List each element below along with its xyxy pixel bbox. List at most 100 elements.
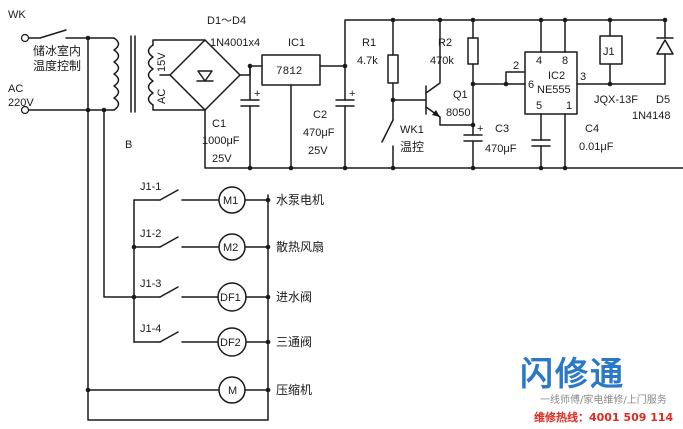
- relay-j1: J1 JQX-13F D5 1N4148: [594, 17, 674, 122]
- label-r2-value: 470k: [430, 55, 454, 67]
- label-d5: D5: [656, 94, 670, 106]
- wire-pin2: [472, 71, 526, 85]
- ic1-regulator: IC1 7812: [261, 37, 348, 171]
- plus-sign: +: [349, 88, 355, 100]
- label-r1: R1: [362, 37, 376, 49]
- label-pin4: 4: [536, 55, 542, 67]
- contact-j1-2: [159, 236, 179, 248]
- label-pin8: 8: [562, 55, 568, 67]
- watermark-slogan: 一线师傅/家电维修/上门服务: [540, 393, 667, 406]
- ground-rail: [204, 109, 683, 169]
- wk1-switch: WK1 温控: [381, 99, 424, 171]
- label-three-way-valve: 三通阀: [276, 335, 312, 349]
- label-c1: C1: [212, 118, 226, 130]
- label-ic1: IC1: [288, 37, 305, 49]
- ic2-ne555: 2 4 8 6 IC2 NE555 3 5 1 C4 0.01μF: [472, 17, 614, 171]
- label-1n4001: 1N4001x4: [210, 37, 260, 49]
- transformer: B 15V AC: [87, 35, 206, 151]
- vcc-rail: [344, 19, 666, 67]
- label-ic2: IC2: [548, 70, 565, 82]
- contact-j1-3: [159, 286, 179, 298]
- label-inlet-valve: 进水阀: [276, 290, 312, 304]
- label-r2: R2: [438, 37, 452, 49]
- q1-transistor: Q1 8050: [392, 17, 474, 126]
- ac-input: WK AC 220V 储冰室内 温度控制: [8, 9, 91, 115]
- q1-emitter: [425, 106, 474, 126]
- wire: [152, 104, 206, 111]
- j1-3-feed: [103, 109, 135, 298]
- label-c2-value: 470μF: [303, 127, 335, 139]
- label-j1-4: J1-4: [140, 323, 161, 335]
- c2: + C2 470μF 25V: [303, 65, 355, 171]
- label-compressor: 压缩机: [276, 382, 312, 397]
- label-ne555: NE555: [537, 84, 571, 96]
- label-pin5: 5: [536, 100, 542, 112]
- label-cooling-fan: 散热风扇: [276, 239, 324, 254]
- wk-switch: [28, 29, 67, 39]
- load-rail: [87, 37, 269, 421]
- load-section: J1-1 M1 水泵电机 J1-2 M2 散热风扇 J1-3 DF1 进水阀 J…: [85, 37, 324, 421]
- q1-collector: [425, 19, 441, 94]
- primary-coil: [113, 37, 120, 111]
- watermark-brand: 闪修通: [520, 354, 625, 393]
- label-c4-value: 0.01μF: [579, 141, 614, 153]
- bridge-diamond: [169, 39, 241, 111]
- label-q1: Q1: [453, 89, 468, 101]
- diode-symbol: [197, 70, 213, 82]
- label-220v: 220V: [8, 97, 34, 109]
- label-r1-value: 4.7k: [357, 55, 378, 67]
- label-j1-1: J1-1: [140, 181, 161, 193]
- c3: + C3 470μF: [463, 83, 517, 171]
- contact-j1-4: [159, 331, 179, 343]
- r1-body: [387, 54, 399, 84]
- watermark-hotline: 维修热线：4001 509 114: [534, 410, 674, 424]
- relay-coil: [599, 35, 623, 65]
- ic2-body: [524, 51, 578, 115]
- label-jqx-13f: JQX-13F: [594, 94, 638, 106]
- c1: + C1 1000μF 25V: [202, 63, 260, 171]
- r2-body: [467, 37, 479, 65]
- r1: R1 4.7k: [357, 17, 399, 103]
- label-ac: AC: [8, 83, 23, 95]
- label-b: B: [125, 139, 132, 151]
- label-pin6: 6: [528, 79, 534, 91]
- watermark: 闪修通 一线师傅/家电维修/上门服务 维修热线：4001 509 114: [520, 354, 674, 424]
- label-m: M: [228, 385, 237, 397]
- label-c1-voltage: 25V: [212, 153, 232, 165]
- label-water-pump: 水泵电机: [276, 193, 324, 207]
- label-df2: DF2: [220, 337, 241, 349]
- label-pin3: 3: [580, 71, 586, 83]
- label-m2: M2: [223, 242, 238, 254]
- label-d1-d4: D1～D4: [207, 15, 246, 27]
- label-pin2: 2: [513, 60, 519, 72]
- plus-sign: +: [477, 123, 483, 135]
- label-c2: C2: [313, 109, 327, 121]
- label-wk1-desc: 温控: [400, 140, 424, 154]
- label-j1-3: J1-3: [140, 278, 161, 290]
- label-wk1: WK1: [400, 124, 424, 136]
- label-pin1: 1: [566, 100, 572, 112]
- label-c3: C3: [495, 123, 509, 135]
- label-temp-control-2: 温度控制: [33, 58, 81, 73]
- label-1n4148: 1N4148: [632, 110, 671, 122]
- label-sec-ac: AC: [156, 89, 168, 104]
- d5-symbol: [656, 39, 674, 55]
- label-c3-value: 470μF: [485, 143, 517, 155]
- label-df1: DF1: [220, 292, 241, 304]
- wire: [152, 39, 206, 46]
- r2: R2 470k: [430, 17, 479, 87]
- input-terminal-top: [20, 33, 30, 43]
- label-m1: M1: [223, 195, 238, 207]
- wk1-contact: [381, 119, 394, 143]
- bridge-rectifier: D1～D4 1N4001x4: [159, 15, 263, 111]
- label-15v: 15V: [156, 52, 168, 72]
- label-c2-voltage: 25V: [308, 145, 328, 157]
- label-c1-value: 1000μF: [202, 135, 240, 147]
- label-c4: C4: [585, 123, 599, 135]
- plus-sign: +: [254, 88, 260, 100]
- label-8050: 8050: [446, 107, 470, 119]
- label-wk: WK: [8, 9, 26, 21]
- label-j1-2: J1-2: [140, 228, 161, 240]
